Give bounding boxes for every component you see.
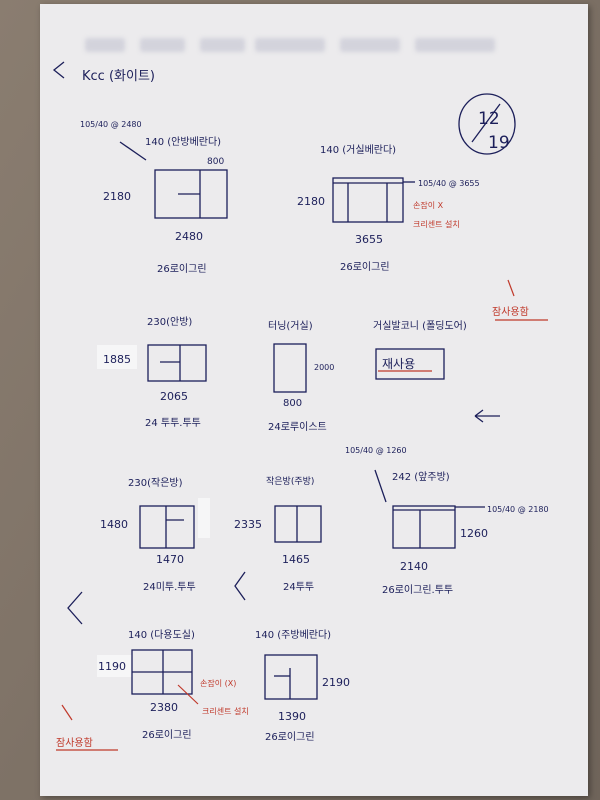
redacted-text: [415, 38, 495, 52]
redacted-text: [140, 38, 185, 52]
w3-label: 230(안방): [147, 316, 192, 328]
w8-bottom: 2140: [400, 560, 428, 573]
redacted-text: [85, 38, 125, 52]
w10-footer: 26로이그린: [265, 731, 315, 743]
w8-right-top: 105/40 @ 2180: [487, 505, 549, 514]
w9-label: 140 (다용도실): [128, 629, 195, 641]
w4-right: 2000: [314, 363, 334, 372]
w5-box: 재사용: [382, 357, 415, 371]
w1-corner: 105/40 @ 2480: [80, 120, 142, 129]
w10-label: 140 (주방베란다): [255, 629, 331, 641]
w1-bottom: 2480: [175, 230, 203, 243]
w9-note-2: 크리센트 설치: [202, 706, 249, 716]
w1-footer: 26로이그린: [157, 263, 207, 275]
w8-right: 1260: [460, 527, 488, 540]
redacted-text: [340, 38, 400, 52]
w1-label: 140 (안방베란다): [145, 136, 221, 148]
redacted-text: [200, 38, 245, 52]
w2-note-2: 크리센트 설치: [413, 219, 460, 229]
tape: [198, 498, 210, 538]
w7-bottom: 1465: [282, 553, 310, 566]
w4-bottom: 800: [283, 398, 302, 409]
w10-right: 2190: [322, 676, 350, 689]
w3-left: 1885: [103, 353, 131, 366]
w6-label: 230(작은방): [128, 477, 183, 489]
w2-label: 140 (거실베란다): [320, 144, 396, 156]
w5-label: 거실발코니 (폴딩도어): [373, 320, 467, 332]
page-title: Kcc (화이트): [82, 69, 155, 84]
tape: [97, 345, 137, 369]
date-bottom: 19: [488, 133, 510, 153]
w7-footer: 24투투: [283, 581, 314, 593]
w2-left: 2180: [297, 195, 325, 208]
redacted-text: [255, 38, 325, 52]
w10-bottom: 1390: [278, 710, 306, 723]
w8-label: 242 (앞주방): [392, 471, 450, 483]
date-top: 12: [478, 109, 500, 129]
w2-bottom: 3655: [355, 233, 383, 246]
w7-left: 2335: [234, 518, 262, 531]
w8-corner: 105/40 @ 1260: [345, 446, 407, 455]
note-top-right: 잠사용함: [492, 306, 529, 318]
w4-label: 터닝(거실): [268, 320, 313, 332]
w9-bottom: 2380: [150, 701, 178, 714]
w9-left: 1190: [98, 660, 126, 673]
w2-footer: 26로이그린: [340, 261, 390, 273]
w1-left: 2180: [103, 190, 131, 203]
w6-left: 1480: [100, 518, 128, 531]
w4-footer: 24로루이스트: [268, 421, 327, 433]
w9-note-1: 손잡이 (X): [200, 678, 236, 688]
w2-note-1: 손잡이 X: [413, 200, 444, 210]
w6-footer: 24미투.투투: [143, 581, 196, 593]
w6-bottom: 1470: [156, 553, 184, 566]
w8-footer: 26로이그린.투투: [382, 584, 453, 596]
note-bottom-left: 잠사용함: [56, 737, 93, 749]
tape: [97, 655, 132, 677]
w3-bottom: 2065: [160, 390, 188, 403]
w1-top: 800: [207, 157, 224, 167]
w7-label: 작은방(주방): [266, 476, 314, 487]
w9-footer: 26로이그린: [142, 729, 192, 741]
w2-right: 105/40 @ 3655: [418, 179, 480, 188]
w3-footer: 24 투투.투투: [145, 417, 201, 429]
